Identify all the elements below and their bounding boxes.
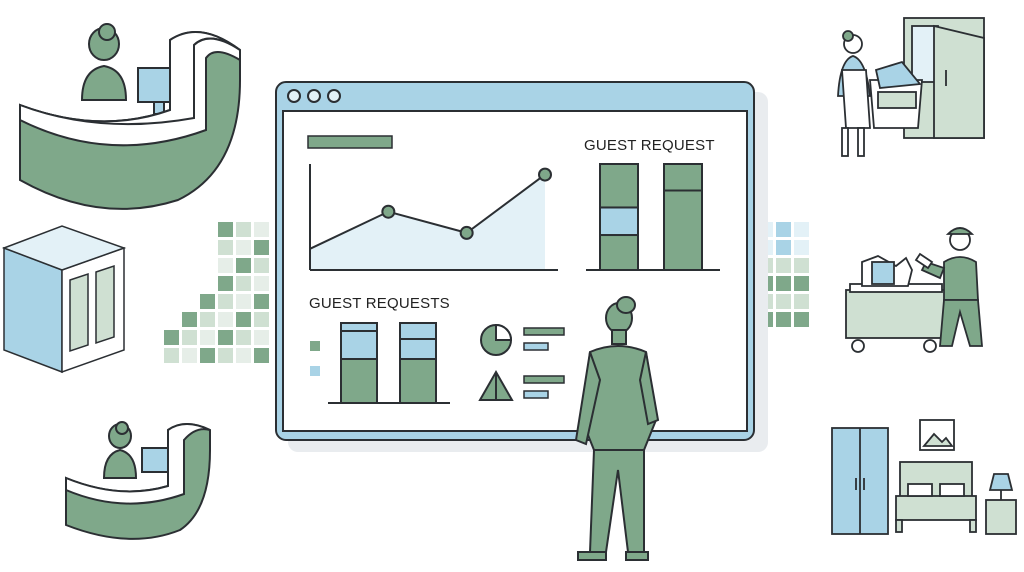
stacked-bar-segment	[599, 163, 639, 209]
stacked-bar-segment	[340, 330, 378, 360]
pixel-cell	[164, 348, 179, 363]
legend-swatch-green	[310, 341, 320, 351]
pixel-cell	[236, 312, 251, 327]
pixel-cell	[776, 294, 791, 309]
triangle-chart-icon	[478, 369, 514, 401]
dashboard-window: GUEST REQUEST GUEST REQUESTS	[275, 81, 768, 452]
pixel-cell	[218, 312, 233, 327]
pixel-cell	[776, 312, 791, 327]
pixel-cell	[200, 312, 215, 327]
pixel-cell	[236, 222, 251, 237]
housekeeper-icon	[837, 17, 985, 157]
pixel-cell	[254, 222, 269, 237]
stacked-bar-segment	[599, 206, 639, 237]
pixel-cell	[236, 330, 251, 345]
pie-chart-icon	[480, 323, 513, 356]
line-chart-title-bar	[307, 135, 393, 149]
pixel-cell	[794, 294, 809, 309]
pixel-cell	[200, 330, 215, 345]
window-close-button[interactable]	[287, 89, 301, 103]
pixel-cell	[218, 330, 233, 345]
pixel-cell	[218, 258, 233, 273]
pixel-cell	[200, 294, 215, 309]
pixel-cell	[236, 276, 251, 291]
pixel-cell	[254, 294, 269, 309]
pixel-cell	[254, 312, 269, 327]
line-chart-point	[381, 204, 396, 219]
stacked-bar-segment	[663, 189, 703, 271]
pixel-cell	[200, 348, 215, 363]
stacked-bar-segment	[399, 322, 437, 340]
pixel-cell	[182, 312, 197, 327]
guest-request-title: GUEST REQUEST	[584, 137, 715, 154]
pixel-cell	[254, 258, 269, 273]
stacked-bar-segment	[663, 163, 703, 192]
building-icon	[1, 225, 127, 374]
pixel-cell	[254, 330, 269, 345]
line-chart-series-line	[309, 173, 546, 250]
pixel-cell	[254, 276, 269, 291]
window-minimize-button[interactable]	[307, 89, 321, 103]
front-desk-small-icon	[65, 421, 211, 540]
pixel-cell	[254, 348, 269, 363]
pixel-cell	[218, 222, 233, 237]
pixel-cell	[794, 312, 809, 327]
pixel-cell	[794, 222, 809, 237]
pie-legend-bar-1	[523, 327, 565, 336]
maintenance-worker-icon	[845, 227, 983, 353]
pixel-cell	[776, 258, 791, 273]
pixel-cell	[794, 276, 809, 291]
front-desk-large-icon	[19, 23, 241, 210]
pixel-cell	[218, 348, 233, 363]
stacked-bar-segment	[399, 358, 437, 404]
stacked-bar-segment	[340, 322, 378, 332]
pixel-cell	[182, 348, 197, 363]
window-maximize-button[interactable]	[327, 89, 341, 103]
pixel-cell	[218, 294, 233, 309]
pixel-cell	[776, 276, 791, 291]
pixel-cell	[794, 240, 809, 255]
pixel-cell	[236, 240, 251, 255]
line-chart	[307, 135, 558, 271]
pixel-cell	[776, 240, 791, 255]
hotel-room-icon	[831, 419, 1017, 535]
pixel-cell	[254, 240, 269, 255]
triangle-legend-bar-2	[523, 390, 549, 399]
legend-swatch-blue	[310, 366, 320, 376]
stacked-bar-segment	[399, 338, 437, 360]
guest-request-chart: GUEST REQUEST	[584, 137, 720, 272]
left-pixel-grid	[164, 222, 269, 363]
guest-requests-title: GUEST REQUESTS	[309, 295, 450, 312]
pixel-cell	[218, 240, 233, 255]
pixel-cell	[794, 258, 809, 273]
guest-requests-chart: GUEST REQUESTS	[309, 295, 450, 404]
stacked-bar-segment	[340, 358, 378, 404]
pixel-cell	[218, 276, 233, 291]
pixel-cell	[776, 222, 791, 237]
pixel-cell	[236, 258, 251, 273]
stacked-bar-segment	[599, 234, 639, 272]
pie-legend-bar-2	[523, 342, 549, 351]
mini-charts	[478, 323, 565, 401]
pixel-cell	[164, 330, 179, 345]
line-chart-point	[538, 167, 552, 182]
pixel-cell	[236, 348, 251, 363]
pixel-cell	[236, 294, 251, 309]
manager-figure-icon	[574, 296, 660, 561]
line-chart-point	[459, 225, 474, 240]
triangle-legend-bar-1	[523, 375, 565, 384]
pixel-cell	[182, 330, 197, 345]
